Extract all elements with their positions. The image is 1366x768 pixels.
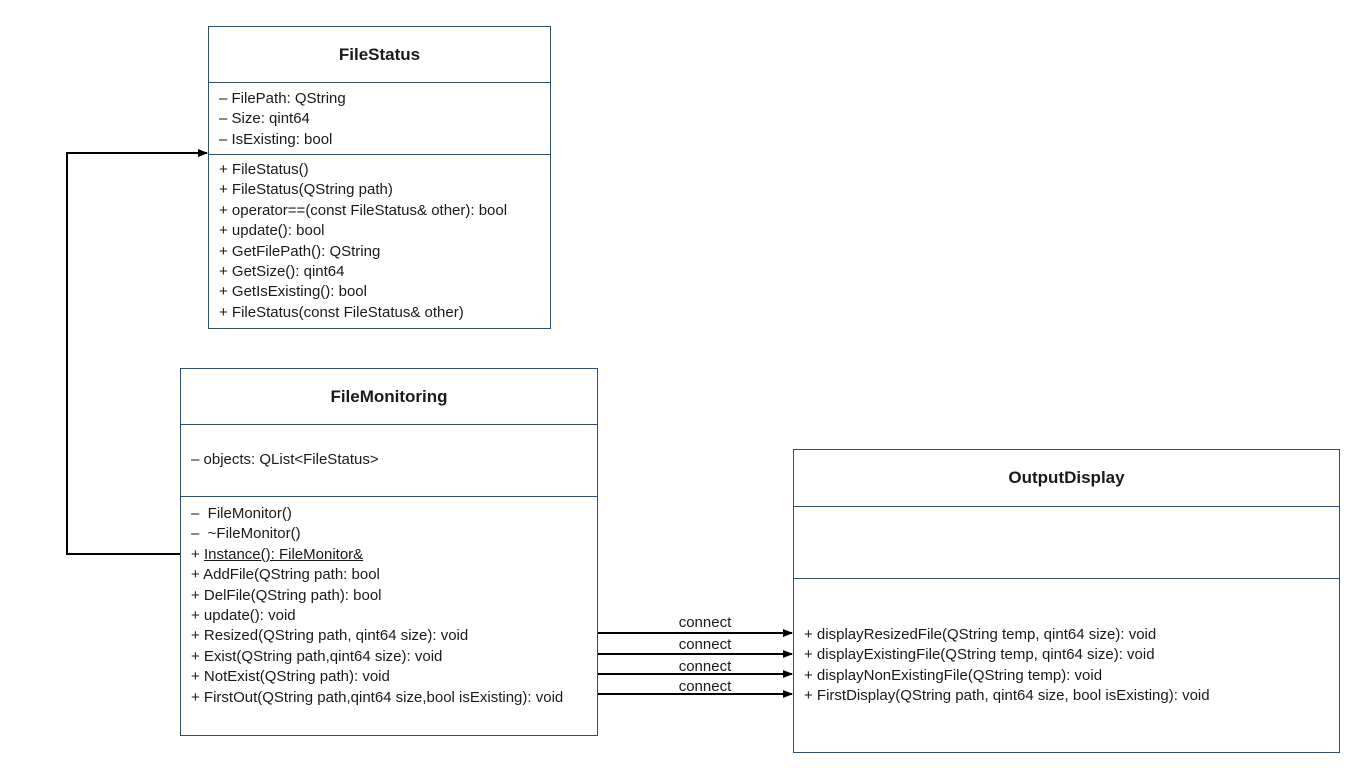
operation: + GetSize(): qint64 [219,262,345,280]
operation: + Exist(QString path,qint64 size): void [191,647,443,665]
class-filemonitoring-operations: – FileMonitor() – ~FileMonitor() + Insta… [181,497,597,708]
operation: + FileStatus(QString path) [219,181,393,199]
class-filemonitoring-attributes: – objects: QList<FileStatus> [181,425,597,497]
operation: + GetFilePath(): QString [219,242,381,260]
operation-instance: + Instance(): FileMonitor& [191,545,597,565]
class-filestatus-name: FileStatus [209,27,550,83]
attribute: – Size: qint64 [219,110,310,128]
class-outputdisplay-operations: + displayResizedFile(QString temp, qint6… [794,579,1339,707]
operation: + displayNonExistingFile(QString temp): … [804,666,1103,684]
operation: + Resized(QString path, qint64 size): vo… [191,627,469,645]
class-filemonitoring-name: FileMonitoring [181,369,597,425]
operation-instance-prefix: + [191,545,204,563]
class-outputdisplay: OutputDisplay + displayResizedFile(QStri… [793,449,1340,753]
operation: + FileStatus(const FileStatus& other) [219,303,464,321]
operation: + FirstOut(QString path,qint64 size,bool… [191,688,564,706]
class-filemonitoring: FileMonitoring – objects: QList<FileStat… [180,368,598,736]
attribute: – FilePath: QString [219,90,346,107]
operation: + displayExistingFile(QString temp, qint… [804,646,1155,664]
operation-instance-static: Instance(): FileMonitor& [203,545,364,563]
class-filestatus-operations: + FileStatus() + FileStatus(QString path… [209,155,550,323]
operation: + DelFile(QString path): bool [191,586,382,604]
operation: + GetIsExisting(): bool [219,283,367,301]
attribute: – objects: QList<FileStatus> [191,451,379,468]
operation: + update(): bool [219,222,325,240]
operation: – ~FileMonitor() [191,525,301,543]
operation: + displayResizedFile(QString temp, qint6… [804,626,1157,643]
class-filestatus-attributes: – FilePath: QString – Size: qint64 – IsE… [209,83,550,155]
class-filestatus: FileStatus – FilePath: QString – Size: q… [208,26,551,329]
class-outputdisplay-attributes [794,507,1339,579]
connect-label: connect [679,614,732,631]
class-outputdisplay-name: OutputDisplay [794,450,1339,507]
operation: + FileStatus() [219,161,309,178]
connect-label: connect [679,678,732,695]
attribute: – IsExisting: bool [219,130,333,148]
operation: + operator==(const FileStatus& other): b… [219,201,508,219]
connect-label: connect [679,636,732,653]
operation: + FirstDisplay(QString path, qint64 size… [804,687,1210,705]
operation: + AddFile(QString path: bool [191,566,380,584]
operation: + NotExist(QString path): void [191,668,390,686]
connect-label: connect [679,658,732,675]
operation: + update(): void [191,606,296,624]
operation: – FileMonitor() [191,505,292,522]
